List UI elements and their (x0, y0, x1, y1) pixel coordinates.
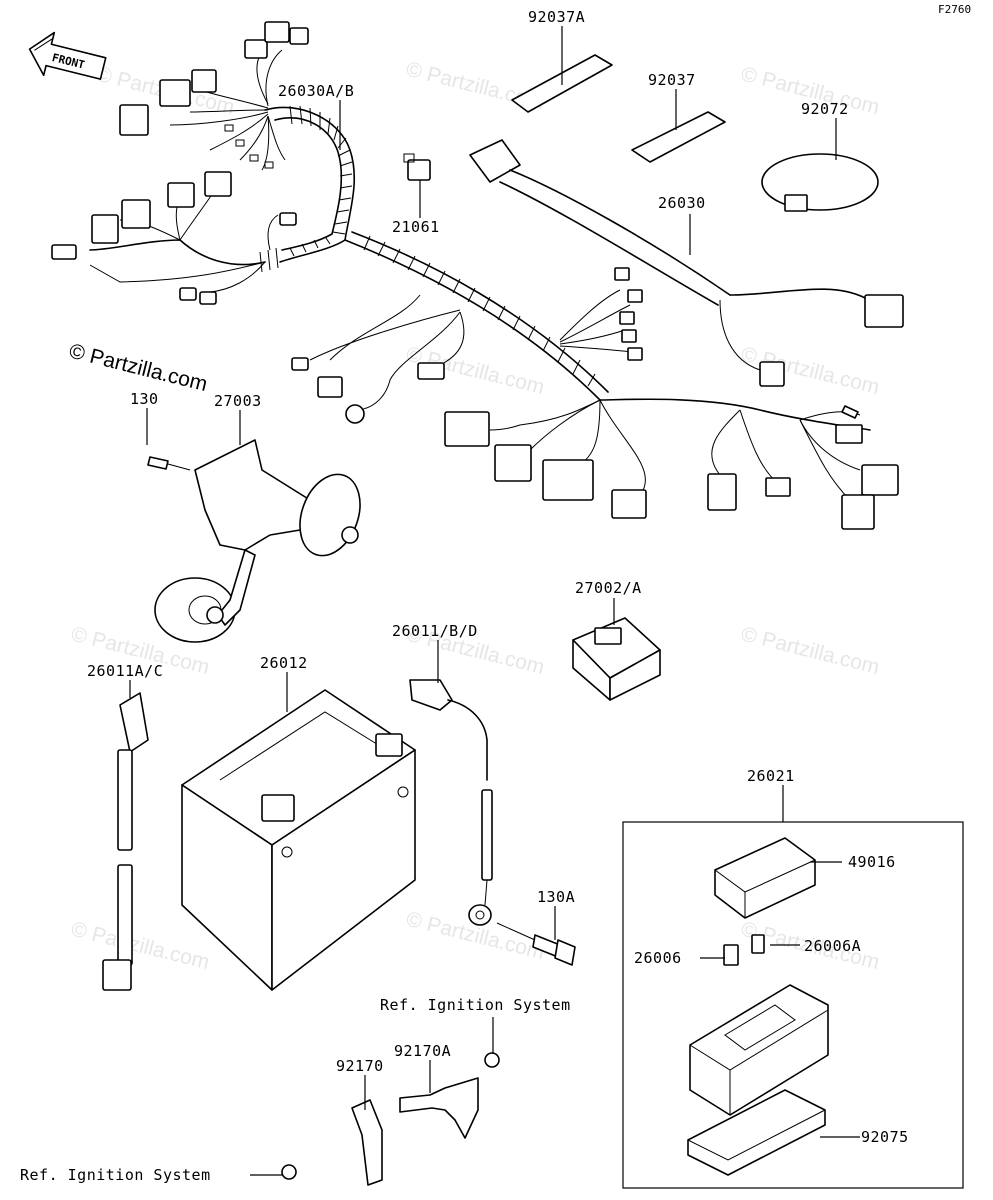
tray-92075 (687, 1089, 826, 1176)
label-26011BD: 26011/B/D (392, 622, 478, 640)
bracket-92170 (281, 1099, 383, 1186)
label-92170A: 92170A (394, 1042, 451, 1060)
label-26006A: 26006A (804, 937, 861, 955)
leader-lines (129, 26, 860, 1176)
fuse-26006 (723, 944, 739, 966)
label-92170: 92170 (336, 1057, 384, 1075)
battery-26012 (181, 689, 416, 991)
pad-92037 (631, 111, 726, 163)
sub-harness-26030 (469, 139, 904, 387)
label-21061: 21061 (392, 218, 440, 236)
part-labels: 92037A 92037 92072 26030A/B 21061 26030 … (20, 8, 909, 1184)
label-26021: 26021 (747, 767, 795, 785)
label-49016: 49016 (848, 853, 896, 871)
cable-26011AC (102, 692, 149, 991)
label-26030AB: 26030A/B (278, 82, 354, 100)
label-92037A: 92037A (528, 8, 585, 26)
fuse-26006A (751, 934, 765, 954)
cable-26011BD (409, 679, 493, 926)
figure-code: F2760 (938, 3, 971, 16)
label-92075: 92075 (861, 1128, 909, 1146)
band-92072 (761, 153, 879, 212)
label-130: 130 (130, 390, 159, 408)
relay-27002A (572, 617, 661, 701)
watermark: © Partzilla.com (739, 623, 882, 680)
relay-21061 (403, 153, 431, 181)
bolt-130A (496, 922, 576, 966)
label-26030: 26030 (658, 194, 706, 212)
watermark-dark: © Partzilla.com (67, 340, 210, 397)
ref-ignition-system-top: Ref. Ignition System (380, 996, 571, 1014)
watermark: © Partzilla.com (69, 918, 212, 975)
label-27003: 27003 (214, 392, 262, 410)
label-26012: 26012 (260, 654, 308, 672)
label-26011AC: 26011A/C (87, 662, 163, 680)
fuse-block (689, 984, 829, 1116)
horn-assembly-27003 (147, 439, 361, 643)
bracket-92170A (399, 1052, 500, 1139)
label-92037: 92037 (648, 71, 696, 89)
ref-ignition-system-bottom: Ref. Ignition System (20, 1166, 211, 1184)
front-arrow-icon: FRONT (28, 31, 107, 80)
label-26006: 26006 (634, 949, 682, 967)
label-92072: 92072 (801, 100, 849, 118)
label-27002A: 27002/A (575, 579, 642, 597)
main-harness-drawing (51, 21, 899, 530)
fuse-cover-49016 (714, 837, 816, 919)
label-130A: 130A (537, 888, 575, 906)
fuse-box-frame (622, 821, 964, 1189)
